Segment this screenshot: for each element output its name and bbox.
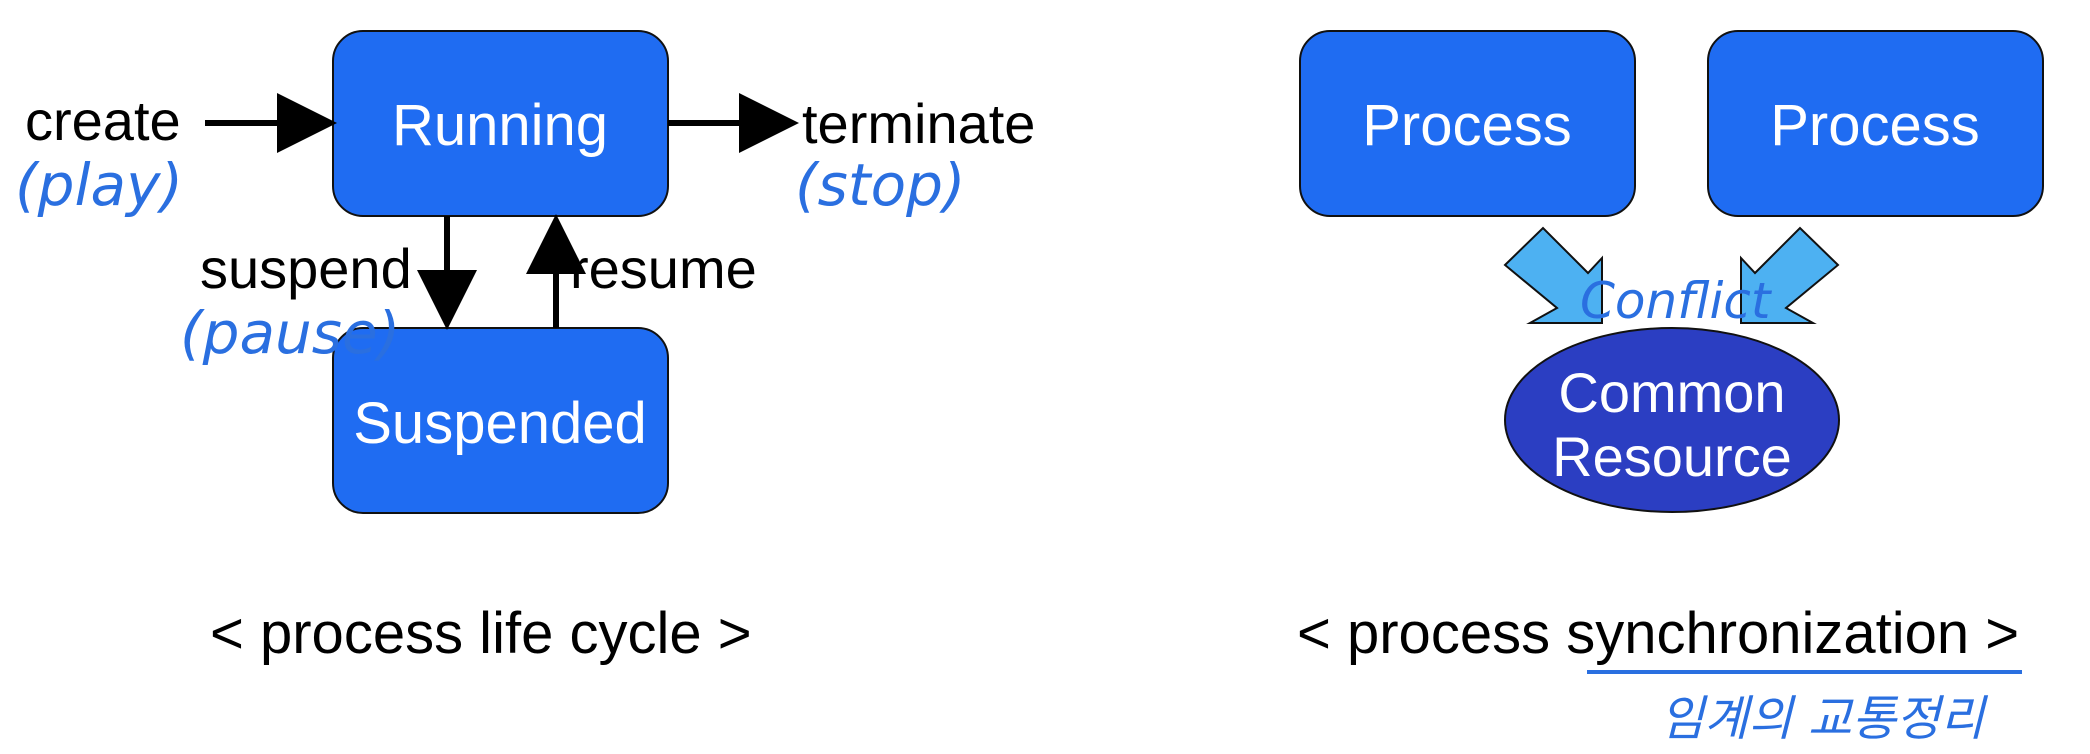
common-resource-line2: Resource <box>1552 425 1792 488</box>
create-note: (play) <box>15 151 183 219</box>
process-life-cycle-diagram: Running Suspended create (play) terminat… <box>15 30 1035 666</box>
terminate-label: terminate <box>802 92 1035 155</box>
running-state-box: Running <box>332 30 669 217</box>
process-box-1: Process <box>1299 30 1636 217</box>
process-box-2: Process <box>1707 30 2044 217</box>
suspended-state-box: Suspended <box>332 327 669 514</box>
conflict-arrow-left <box>1503 226 1603 324</box>
conflict-note: Conflict <box>1580 272 1773 330</box>
process-box-1-label: Process <box>1362 93 1572 158</box>
suspend-label: suspend <box>200 237 412 300</box>
running-state-label: Running <box>392 93 608 158</box>
keyword-note: 임계의 교통정리 <box>1660 691 1988 747</box>
conflict-arrow-right <box>1740 226 1840 324</box>
resume-label: resume <box>570 237 757 300</box>
suspended-state-label: Suspended <box>353 391 646 456</box>
suspend-note: (pause) <box>180 299 400 367</box>
process-synchronization-diagram: Process Process Conflict Common Resource… <box>1297 30 2044 747</box>
synchronization-caption-suffix: > <box>1969 601 2019 666</box>
process-box-2-label: Process <box>1770 93 1980 158</box>
common-resource-ellipse: Common Resource <box>1504 327 1840 513</box>
synchronization-caption-prefix: < process <box>1297 601 1566 666</box>
create-label: create <box>25 89 181 152</box>
synchronization-caption-keyword: synchronization <box>1566 601 1969 666</box>
common-resource-line1: Common <box>1558 361 1785 424</box>
terminate-note: (stop) <box>795 151 966 219</box>
life-cycle-caption: < process life cycle > <box>210 601 752 666</box>
synchronization-caption: < process synchronization > <box>1297 601 2019 666</box>
